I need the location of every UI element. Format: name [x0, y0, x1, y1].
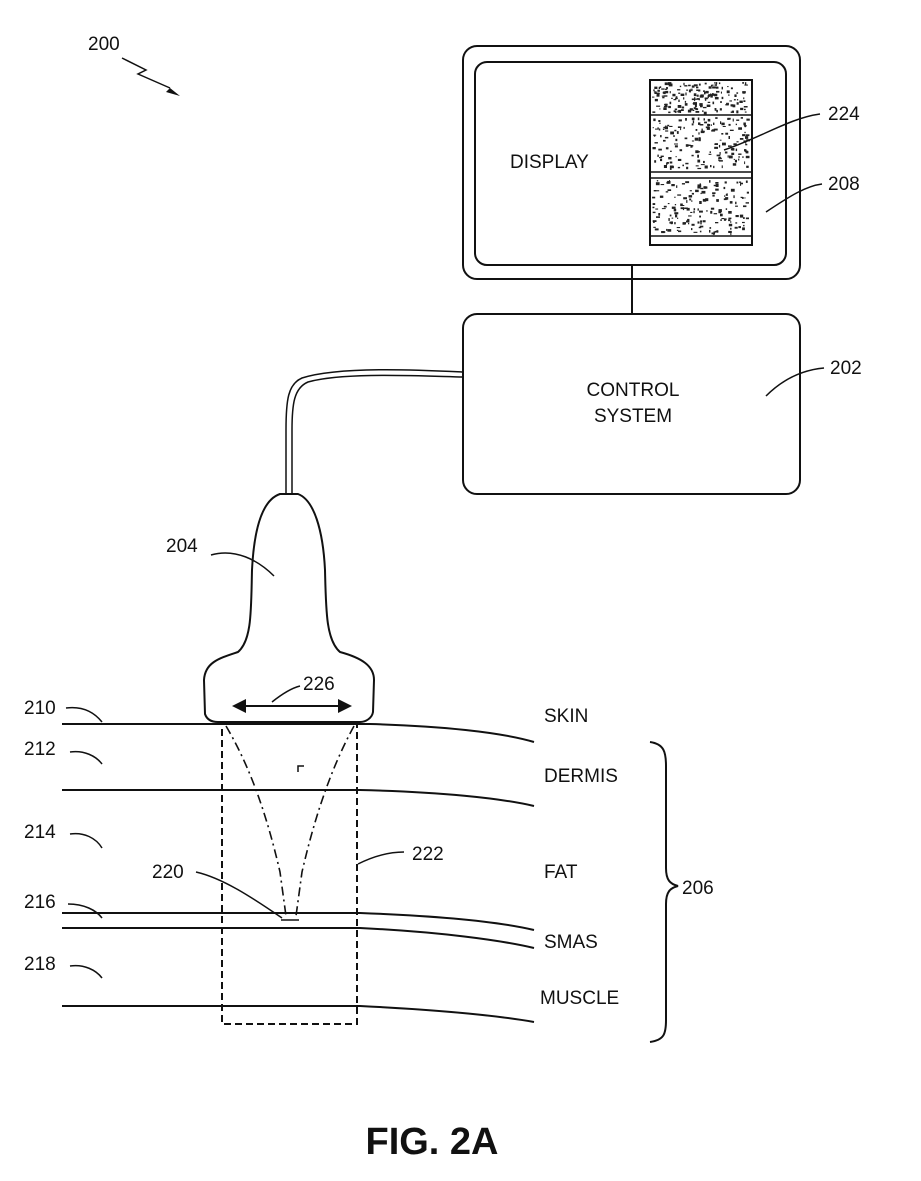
ref-202-leader [766, 368, 824, 396]
layer-dermis-label: DERMIS [544, 766, 618, 787]
layer-muscle-label: MUSCLE [540, 988, 619, 1009]
ref-202-label: 202 [830, 358, 862, 379]
ref-208-leader [766, 184, 822, 212]
ref-200-label: 200 [88, 34, 120, 55]
control-system-box: CONTROL SYSTEM 202 [463, 314, 862, 494]
ref-208-label: 208 [828, 174, 860, 195]
transducer-probe: 204 226 [166, 494, 374, 722]
skin-boundary [62, 724, 534, 742]
ref-216-label: 216 [24, 892, 56, 913]
ref-224-label: 224 [828, 104, 860, 125]
display-image-panels [650, 80, 752, 245]
layer-smas-label: SMAS [544, 932, 598, 953]
ref-212-label: 212 [24, 739, 56, 760]
probe-cable [286, 370, 463, 494]
ref-210-leader [66, 708, 102, 722]
ref-214-leader [70, 834, 102, 848]
ref-218-leader [70, 966, 102, 978]
muscle-boundary [62, 1006, 534, 1022]
ref-204-leader [211, 553, 274, 576]
ref-222-leader [358, 852, 404, 864]
motion-arrow [232, 699, 352, 713]
treatment-region [222, 724, 357, 1024]
control-system-label-2: SYSTEM [594, 406, 672, 427]
ref-214-label: 214 [24, 822, 56, 843]
ref-216-leader [68, 904, 102, 918]
ref-222-label: 222 [412, 844, 444, 865]
ref-218-label: 218 [24, 954, 56, 975]
layer-skin-label: SKIN [544, 706, 588, 727]
display-monitor: DISPLAY 224 208 [463, 46, 860, 279]
ref-200-arrow [122, 58, 180, 96]
layer-fat-label: FAT [544, 862, 578, 883]
dermis-boundary [62, 790, 534, 806]
ref-210-label: 210 [24, 698, 56, 719]
display-label: DISPLAY [510, 152, 589, 173]
smas-lower-boundary [62, 928, 534, 948]
dermis-mark [298, 766, 304, 772]
control-system-label-1: CONTROL [587, 380, 680, 401]
ref-226-leader [272, 686, 300, 702]
ref-220-leader [196, 872, 282, 918]
tissue-brace [650, 742, 678, 1042]
control-system-frame [463, 314, 800, 494]
ref-212-leader [70, 752, 102, 764]
figure-caption: FIG. 2A [365, 1121, 498, 1163]
ref-206-label: 206 [682, 878, 714, 899]
ref-204-label: 204 [166, 536, 198, 557]
ref-226-label: 226 [303, 674, 335, 695]
focused-beam [226, 726, 354, 920]
ref-220-label: 220 [152, 862, 184, 883]
